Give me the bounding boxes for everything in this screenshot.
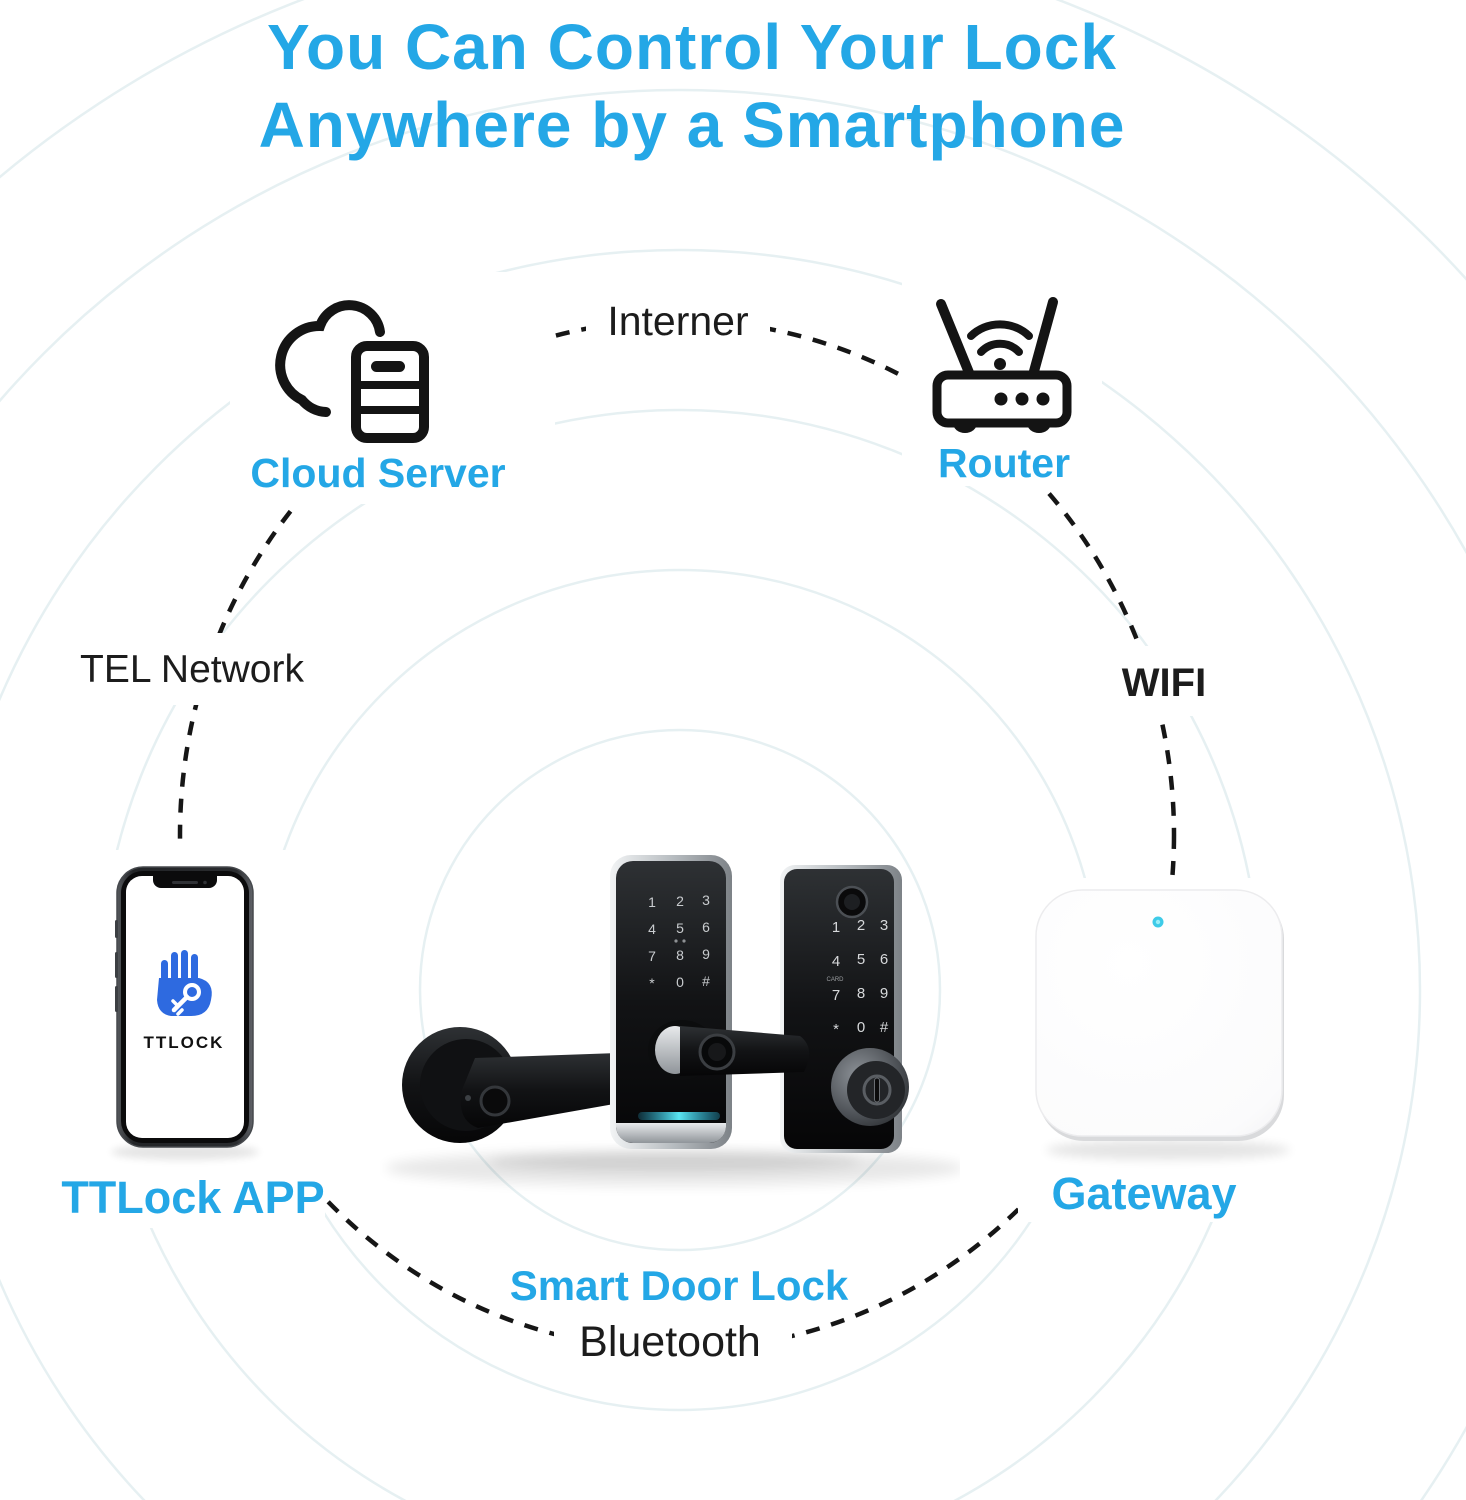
svg-text:5: 5 (857, 951, 865, 968)
lever-keypad: 1 2 3 4 5 6 7 8 9 * 0 # (648, 892, 710, 991)
svg-text:4: 4 (648, 921, 656, 937)
key-glyph (171, 983, 201, 1016)
svg-text:5: 5 (676, 920, 684, 936)
title-line-1: You Can Control Your Lock (267, 11, 1117, 83)
svg-text:3: 3 (702, 892, 710, 908)
label-router: Router (937, 440, 1071, 486)
label-ttlock-app: TTLock APP (61, 1172, 325, 1223)
ttlock-logo (157, 950, 212, 1017)
svg-text:6: 6 (702, 919, 710, 935)
svg-text:*: * (649, 975, 655, 991)
label-bluetooth: Bluetooth (579, 1318, 761, 1366)
svg-text:2: 2 (676, 893, 684, 909)
svg-text:8: 8 (857, 985, 865, 1002)
lock-led-bar (638, 1112, 720, 1120)
cloud-server-icon (275, 300, 429, 443)
svg-text:4: 4 (832, 953, 840, 970)
phone-logo-text: TTLOCK (144, 1033, 225, 1052)
label-tel-network: TEL Network (80, 648, 304, 691)
gateway-device-image (1035, 889, 1290, 1160)
svg-text:9: 9 (702, 946, 710, 962)
lock-rear-handle (402, 1027, 648, 1143)
svg-text:#: # (880, 1019, 889, 1036)
svg-text:6: 6 (880, 951, 888, 968)
svg-text:0: 0 (857, 1019, 865, 1036)
label-smart-door-lock: Smart Door Lock (509, 1262, 849, 1309)
svg-text:*: * (833, 1021, 839, 1038)
svg-text:3: 3 (880, 917, 888, 934)
label-gateway: Gateway (1051, 1168, 1237, 1219)
svg-text:1: 1 (832, 919, 840, 936)
page-title: You Can Control Your Lock Anywhere by a … (0, 8, 1384, 164)
smartphone-image: TTLOCK (111, 866, 259, 1160)
label-cloud-server: Cloud Server (250, 450, 506, 496)
svg-text:2: 2 (857, 917, 865, 934)
title-line-2: Anywhere by a Smartphone (258, 89, 1126, 161)
svg-text:7: 7 (648, 948, 656, 964)
svg-text:8: 8 (676, 947, 684, 963)
svg-text:CARD: CARD (826, 977, 844, 983)
label-wifi: WIFI (1121, 661, 1207, 705)
svg-text:#: # (702, 973, 710, 989)
router-icon (932, 297, 1072, 433)
lock-keypad-panel: 1 2 3 4 5 6 7 8 9 * 0 # (610, 855, 810, 1149)
svg-text:0: 0 (676, 974, 684, 990)
label-internet: Interner (607, 298, 749, 344)
svg-text:1: 1 (648, 894, 656, 910)
svg-text:9: 9 (880, 985, 888, 1002)
svg-text:7: 7 (832, 987, 840, 1004)
